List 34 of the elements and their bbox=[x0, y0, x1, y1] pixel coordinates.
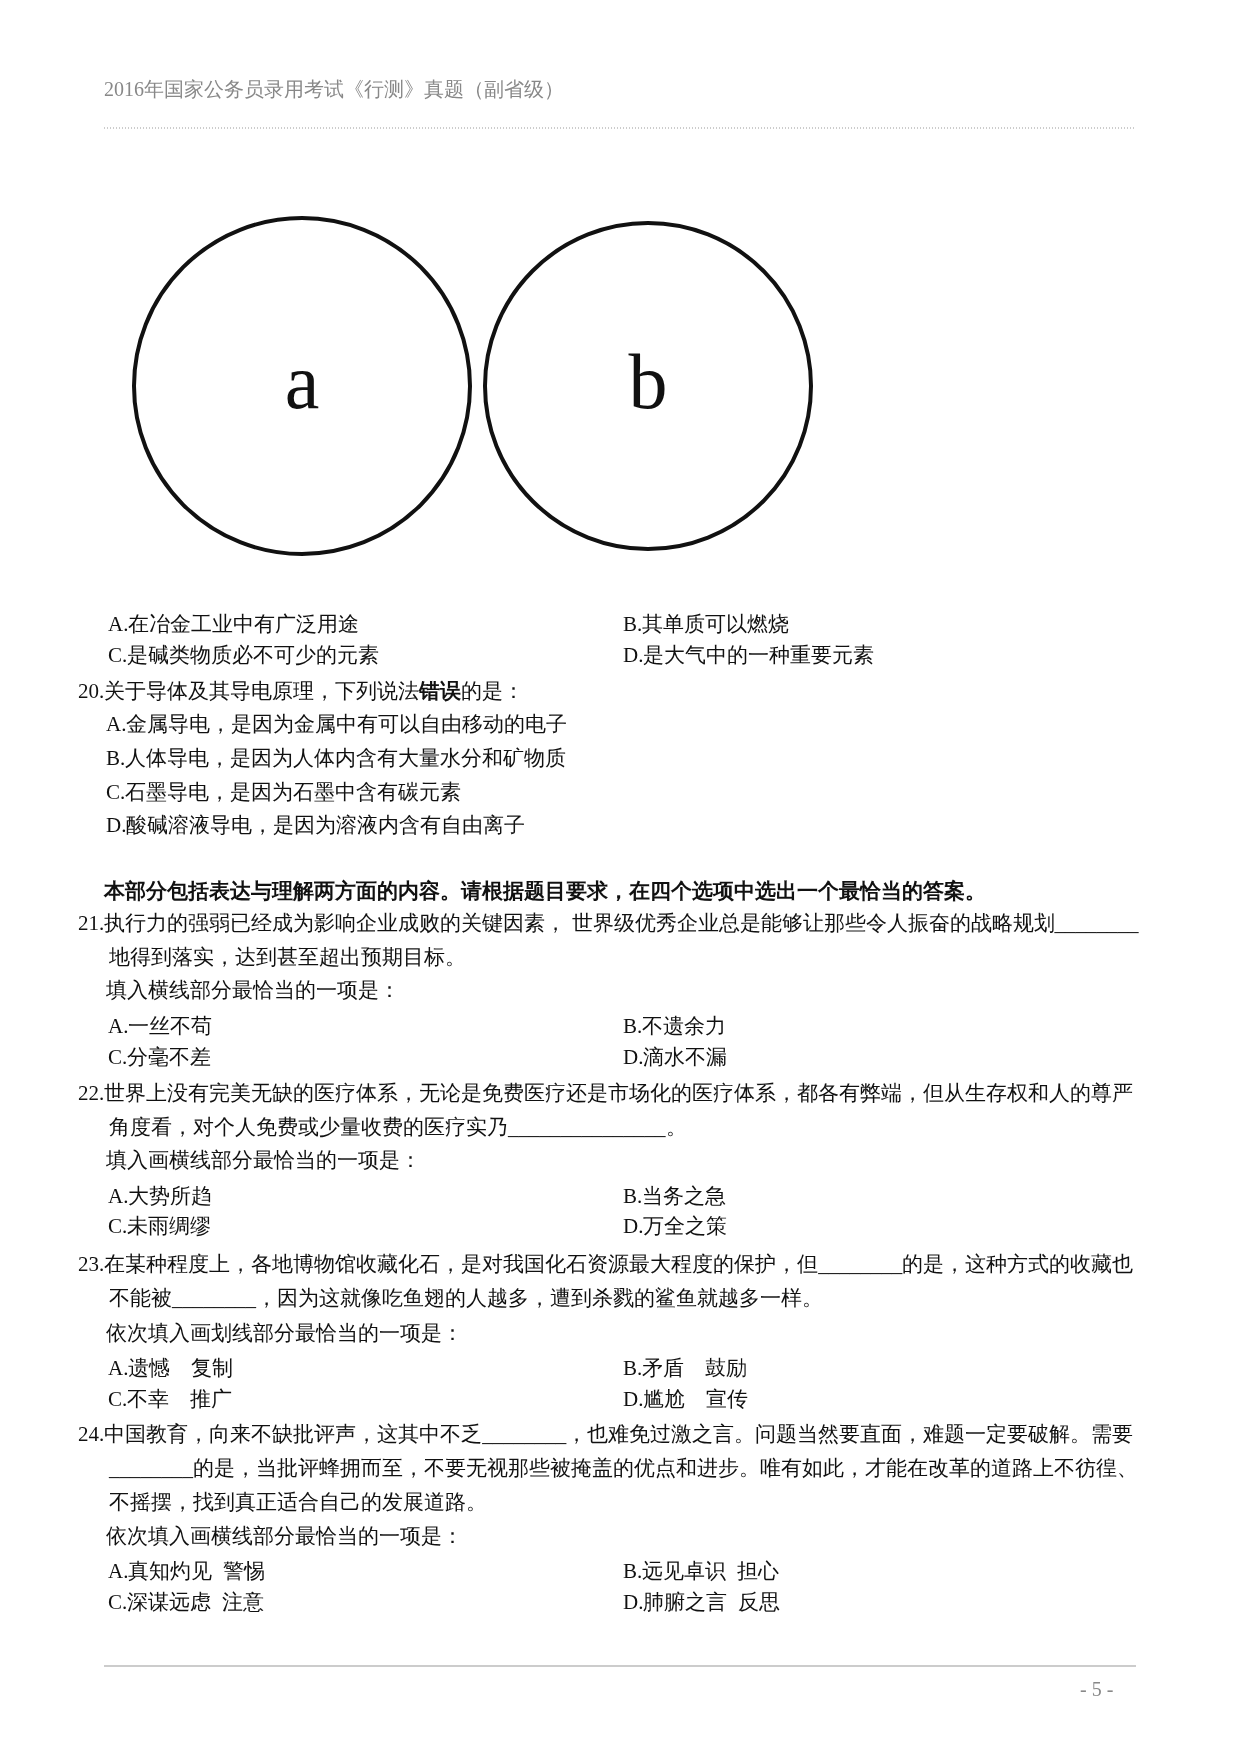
answer-option: A.遗憾 复制 bbox=[108, 1351, 234, 1385]
answer-option: A.一丝不苟 bbox=[108, 1009, 213, 1043]
answer-option: A.真知灼见 警惕 bbox=[108, 1554, 265, 1588]
answer-option: 填入横线部分最恰当的一项是： bbox=[106, 973, 400, 1007]
page-header: 2016年国家公务员录用考试《行测》真题（副省级） bbox=[104, 77, 564, 102]
section-instruction: 本部分包括表达与理解两方面的内容。请根据题目要求，在四个选项中选出一个最恰当的答案。 bbox=[104, 878, 986, 905]
question-text: 20.关于导体及其导电原理，下列说法错误的是： bbox=[78, 678, 526, 705]
answer-option: B.不遗余力 bbox=[623, 1009, 727, 1043]
answer-option: D.是大气中的一种重要元素 bbox=[623, 638, 875, 672]
answer-option: D.酸碱溶液导电，是因为溶液内含有自由离子 bbox=[106, 808, 526, 842]
page-number: - 5 - bbox=[1080, 1677, 1114, 1702]
answer-option: 依次填入画横线部分最恰当的一项是： bbox=[106, 1519, 463, 1553]
question-text: 22.世界上没有完美无缺的医疗体系，无论是免费医疗还是市场化的医疗体系，都各有弊端，但从生存权和人的尊严角度看，对个人免费或少量收费的医疗实乃_______________。 bbox=[78, 1080, 1135, 1141]
set-label: b bbox=[628, 342, 668, 422]
answer-option: B.矛盾 鼓励 bbox=[623, 1351, 748, 1385]
answer-option: D.尴尬 宣传 bbox=[623, 1382, 749, 1416]
answer-option: C.分毫不差 bbox=[108, 1040, 212, 1074]
answer-option: D.肺腑之言 反思 bbox=[623, 1585, 780, 1619]
question-text: 23.在某种程度上，各地博物馆收藏化石，是对我国化石资源最大程度的保护，但________的是，这种方式的收藏也不能被________，因为这就像吃鱼翅的人越多，遭到杀戮的鲨鱼就越多一样。 bbox=[78, 1251, 1135, 1312]
answer-option: D.滴水不漏 bbox=[623, 1040, 728, 1074]
answer-option: C.深谋远虑 注意 bbox=[108, 1585, 264, 1619]
answer-option: A.金属导电，是因为金属中有可以自由移动的电子 bbox=[106, 707, 568, 741]
answer-option: B.人体导电，是因为人体内含有大量水分和矿物质 bbox=[106, 741, 567, 775]
question-text: 21.执行力的强弱已经成为影响企业成败的关键因素， 世界级优秀企业总是能够让那些令人振奋的战略规划________地得到落实，达到甚至超出预期目标。 bbox=[78, 910, 1139, 971]
answer-option: C.石墨导电，是因为石墨中含有碳元素 bbox=[106, 775, 462, 809]
answer-option: 填入画横线部分最恰当的一项是： bbox=[106, 1143, 421, 1177]
answer-option: C.是碱类物质必不可少的元素 bbox=[108, 638, 380, 672]
set-label: a bbox=[284, 342, 320, 422]
answer-option: B.远见卓识 担心 bbox=[623, 1554, 779, 1588]
answer-option: A.在冶金工业中有广泛用途 bbox=[108, 607, 360, 641]
answer-option: 依次填入画划线部分最恰当的一项是： bbox=[106, 1316, 463, 1350]
question-text: 24.中国教育，向来不缺批评声，这其中不乏________，也难免过激之言。问题当然要直面，难题一定要破解。需要________的是，当批评蜂拥而至，不要无视那些被掩盖的优点和进步。唯有如此，才能在改革的道路上不彷徨、不摇摆，找到真正适合自己的发展道路。 bbox=[78, 1421, 1139, 1516]
answer-option: B.其单质可以燃烧 bbox=[623, 607, 790, 641]
answer-option: C.不幸 推广 bbox=[108, 1382, 233, 1416]
